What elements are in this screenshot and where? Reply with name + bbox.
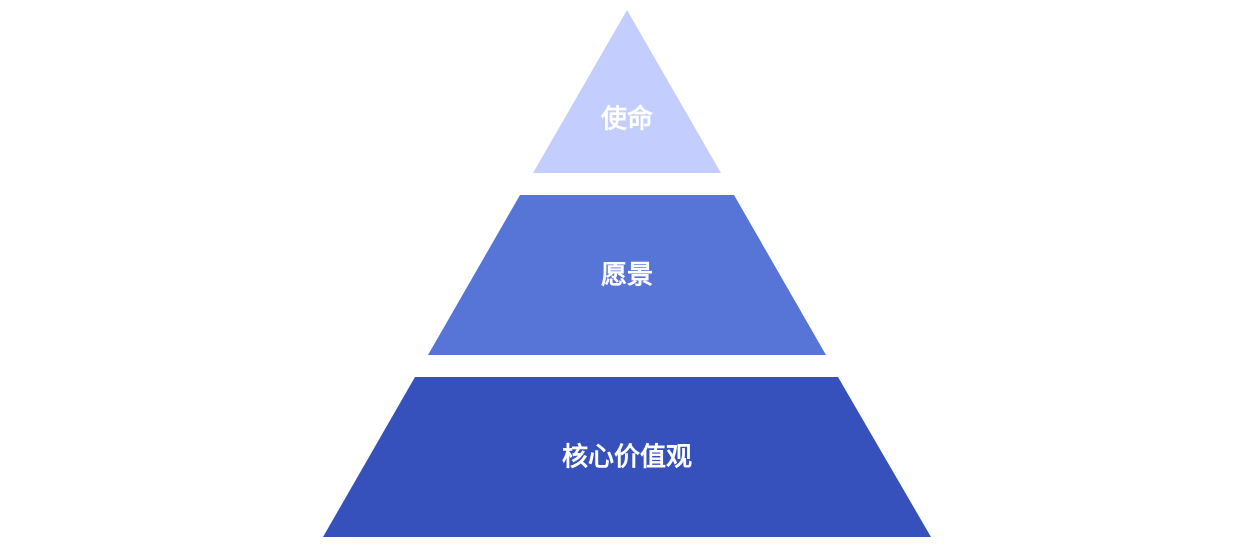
pyramid-tier-middle-shape: [428, 195, 826, 355]
pyramid-tier-bottom: 核心价值观: [323, 377, 931, 537]
pyramid-tier-middle-label: 愿景: [601, 261, 653, 291]
pyramid-tier-top: 使命: [533, 10, 721, 173]
pyramid-tier-bottom-shape: [323, 377, 931, 537]
pyramid-tier-top-shape: [533, 10, 721, 173]
pyramid-tier-bottom-label: 核心价值观: [562, 442, 692, 473]
pyramid-tier-top-label: 使命: [600, 104, 654, 135]
pyramid-tier-middle: 愿景: [428, 195, 826, 355]
